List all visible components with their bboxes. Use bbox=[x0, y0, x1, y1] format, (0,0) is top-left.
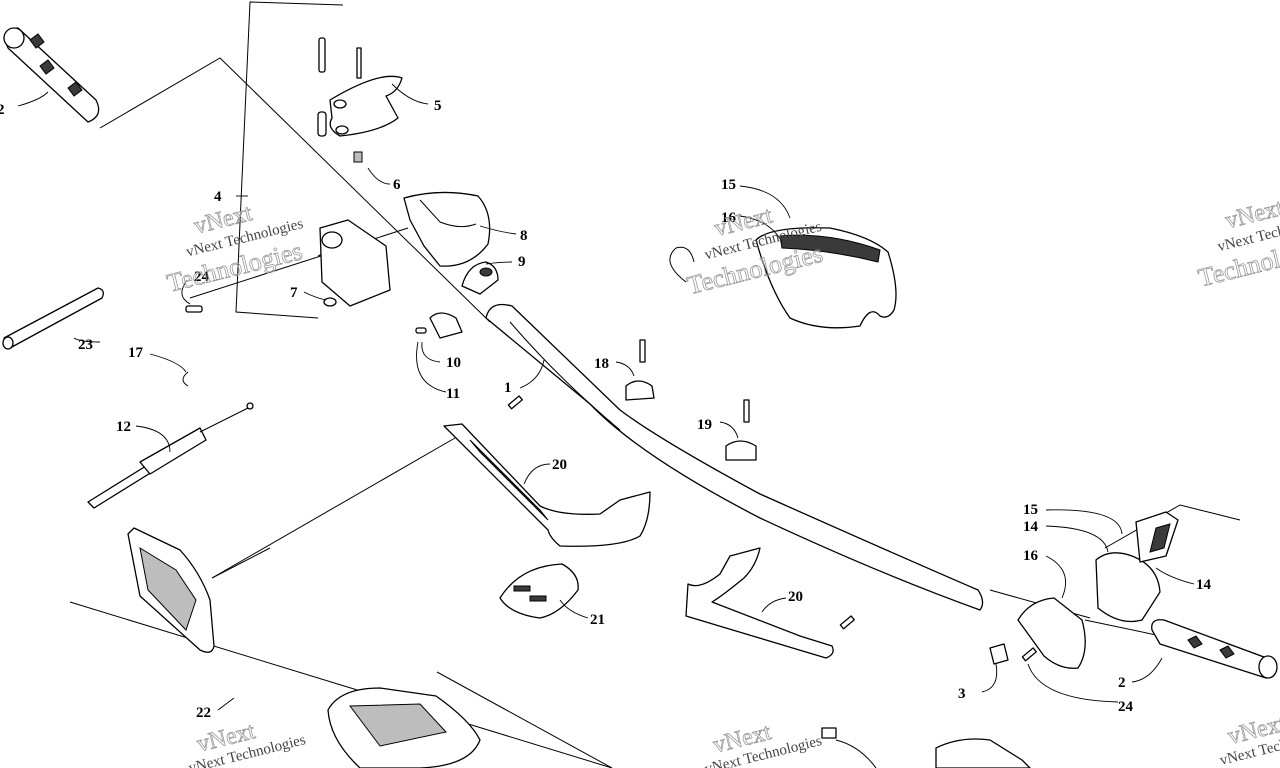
clamp-20a-part bbox=[625, 339, 655, 401]
watermark-top-right: vNext vNext Technologies Technologies bbox=[1195, 194, 1280, 292]
clamp-20b-part bbox=[725, 399, 757, 461]
bar-23-part bbox=[2, 287, 104, 350]
callout-12: 12 bbox=[116, 419, 131, 435]
hand-guard-part bbox=[755, 227, 897, 329]
callout-11: 11 bbox=[446, 386, 460, 402]
callout-1: 1 bbox=[504, 380, 512, 396]
riser-right-part bbox=[685, 547, 834, 659]
callout-18: 16 bbox=[721, 210, 737, 226]
plate-21-part bbox=[499, 563, 579, 619]
clamp-block-part bbox=[185, 219, 391, 313]
callout-20-d: 20 bbox=[788, 589, 803, 605]
pad-22a-part bbox=[127, 527, 215, 653]
callout-23: 23 bbox=[78, 337, 93, 353]
callout-2-left: 2 bbox=[0, 102, 5, 118]
screw-20-right bbox=[839, 615, 855, 630]
callout-labels: 2 5 6 4 15 16 8 9 24 7 23 17 10 18 1 11 … bbox=[0, 98, 1212, 721]
callout-15: 15 bbox=[1023, 502, 1038, 518]
wire-harness-part bbox=[821, 727, 1031, 768]
callout-24-left: 24 bbox=[194, 269, 210, 285]
leader-lines bbox=[17, 83, 1195, 711]
throttle-housing-part bbox=[403, 191, 491, 267]
cable-part bbox=[87, 402, 254, 509]
switch-part bbox=[461, 261, 499, 295]
pad-22b-part bbox=[327, 687, 481, 768]
ring-19-part bbox=[182, 371, 189, 387]
grip-right-part bbox=[1151, 619, 1278, 679]
watermark-top-left: vNext vNext Technologies Technologies bbox=[164, 200, 306, 298]
riser-left-part bbox=[443, 423, 651, 547]
clip-18-part bbox=[669, 246, 695, 283]
callout-19: 17 bbox=[128, 345, 144, 361]
left-grip-part bbox=[3, 27, 100, 123]
switch-assembly-part bbox=[1095, 511, 1179, 623]
callout-17: 15 bbox=[721, 177, 736, 193]
callout-8: 8 bbox=[520, 228, 528, 244]
small-clamp-part bbox=[415, 312, 463, 339]
callout-24-right: 24 bbox=[1118, 699, 1134, 715]
callout-10: 10 bbox=[446, 355, 461, 371]
callout-22: 22 bbox=[196, 705, 211, 721]
callout-20-c: 20 bbox=[552, 457, 567, 473]
callout-5: 5 bbox=[434, 98, 442, 114]
watermark-bottom-center: vNext vNext Technologies bbox=[703, 719, 823, 768]
callout-14-a: 14 bbox=[1023, 519, 1039, 535]
callout-21: 21 bbox=[590, 612, 605, 628]
callout-20-a: 18 bbox=[594, 356, 609, 372]
callout-20-b: 19 bbox=[697, 417, 712, 433]
callout-3: 3 bbox=[958, 686, 966, 702]
callout-16: 16 bbox=[1023, 548, 1039, 564]
callout-7: 7 bbox=[290, 285, 298, 301]
throttle-lever-part bbox=[317, 37, 403, 163]
callout-14-b: 14 bbox=[1196, 577, 1212, 593]
handlebar-part bbox=[485, 303, 984, 611]
watermark-bottom-left: vNext vNext Technologies bbox=[187, 718, 307, 768]
watermark-bottom-right: vNext vNext Technologies bbox=[1218, 710, 1280, 768]
housing-16-part bbox=[1017, 597, 1086, 669]
screw-24-right bbox=[1021, 647, 1037, 662]
callout-4: 4 bbox=[214, 189, 222, 205]
end-cap-3-part bbox=[989, 643, 1009, 665]
screw-20-left bbox=[507, 395, 523, 410]
callout-6: 6 bbox=[393, 177, 401, 193]
callout-2-right: 2 bbox=[1118, 675, 1126, 691]
callout-9: 9 bbox=[518, 254, 526, 270]
